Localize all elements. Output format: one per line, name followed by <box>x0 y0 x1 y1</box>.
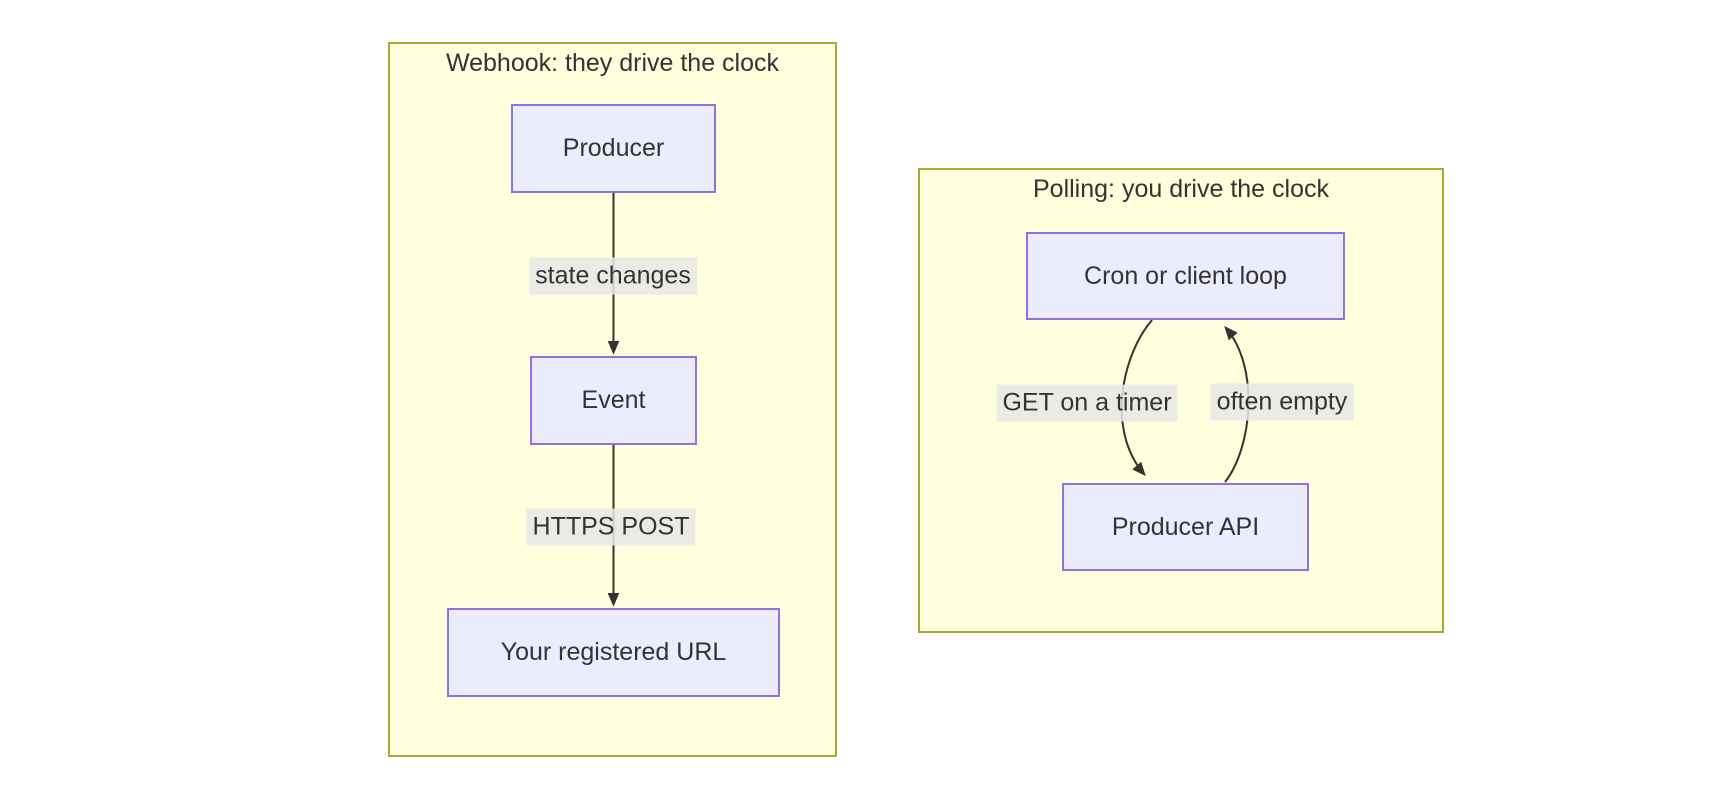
edge-label-often-empty: often empty <box>1210 383 1354 421</box>
edge-label-get-on-a-timer: GET on a timer <box>996 384 1178 422</box>
node-producer: Producer <box>511 104 716 193</box>
node-cron-loop: Cron or client loop <box>1026 232 1345 320</box>
edge-label-state-changes: state changes <box>529 257 697 295</box>
subgraph-webhook-title: Webhook: they drive the clock <box>445 49 780 77</box>
subgraph-polling-title: Polling: you drive the clock <box>1033 175 1329 203</box>
node-registered-url: Your registered URL <box>447 608 780 697</box>
edge-label-https-post: HTTPS POST <box>526 508 696 546</box>
node-event: Event <box>530 356 697 445</box>
node-producer-api: Producer API <box>1062 483 1309 571</box>
